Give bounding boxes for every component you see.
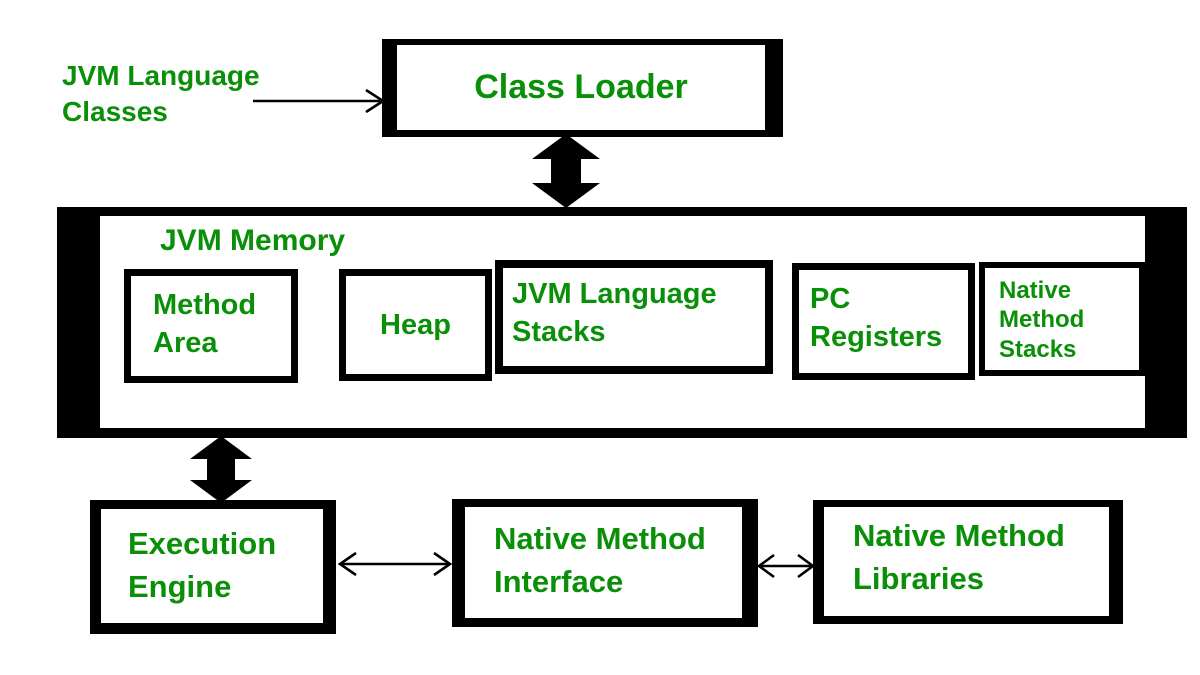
ee-nmi-arrow-head-left bbox=[337, 551, 357, 577]
heap-label: Heap bbox=[380, 308, 451, 341]
ee-nmi-arrow-head-right bbox=[433, 551, 453, 577]
pc-registers-line2: Registers bbox=[810, 320, 943, 353]
jvm-memory-box: JVM Memory Method Area Heap JVM Language… bbox=[57, 207, 1187, 438]
execution-engine-to-nmi-double-arrow-icon bbox=[337, 551, 453, 577]
classes-arrow-head bbox=[365, 88, 386, 114]
native-method-stacks-box: Native Method Stacks bbox=[979, 262, 1145, 376]
native-method-libraries-box: Native Method Libraries bbox=[813, 500, 1123, 624]
native-method-stacks-line3: Stacks bbox=[999, 335, 1077, 363]
method-area-line1: Method bbox=[153, 289, 257, 321]
jvm-memory-label: JVM Memory bbox=[160, 224, 346, 257]
native-method-stacks-line1: Native bbox=[999, 277, 1072, 304]
jvm-language-classes-line1: JVM Language bbox=[62, 60, 260, 91]
nmi-nml-arrow-head-right bbox=[797, 553, 816, 579]
memory-to-execution-engine-double-arrow-icon bbox=[190, 436, 252, 503]
native-method-stacks-line2: Method bbox=[999, 306, 1085, 334]
jvm-language-stacks-line2: Stacks bbox=[512, 315, 606, 348]
jvm-language-stacks-line1: JVM Language bbox=[512, 278, 717, 310]
classes-to-class-loader-arrow-icon bbox=[253, 88, 386, 114]
native-method-libraries-line1: Native Method bbox=[853, 518, 1065, 553]
jvm-language-classes-label: JVM Language Classes bbox=[62, 58, 260, 130]
class-loader-to-memory-double-arrow-icon bbox=[532, 134, 600, 208]
method-area-box: Method Area bbox=[124, 269, 298, 383]
heap-box: Heap bbox=[339, 269, 492, 381]
nmi-nml-arrow-head-left bbox=[756, 553, 775, 579]
nmi-to-nml-double-arrow-icon bbox=[756, 553, 816, 579]
execution-engine-box: Execution Engine bbox=[90, 500, 336, 634]
execution-engine-line2: Engine bbox=[128, 569, 232, 605]
jvm-language-classes-line2: Classes bbox=[62, 95, 168, 127]
pc-registers-line1: PC bbox=[810, 283, 851, 315]
class-loader-label: Class Loader bbox=[474, 68, 688, 106]
native-method-interface-line2: Interface bbox=[494, 564, 624, 600]
jvm-language-stacks-box: JVM Language Stacks bbox=[495, 260, 773, 374]
class-loader-box: Class Loader bbox=[382, 39, 783, 137]
native-method-interface-box: Native Method Interface bbox=[452, 499, 758, 627]
native-method-libraries-line2: Libraries bbox=[853, 561, 984, 597]
pc-registers-box: PC Registers bbox=[792, 263, 975, 380]
native-method-interface-line1: Native Method bbox=[494, 521, 706, 556]
method-area-line2: Area bbox=[153, 326, 218, 359]
execution-engine-line1: Execution bbox=[128, 526, 277, 561]
